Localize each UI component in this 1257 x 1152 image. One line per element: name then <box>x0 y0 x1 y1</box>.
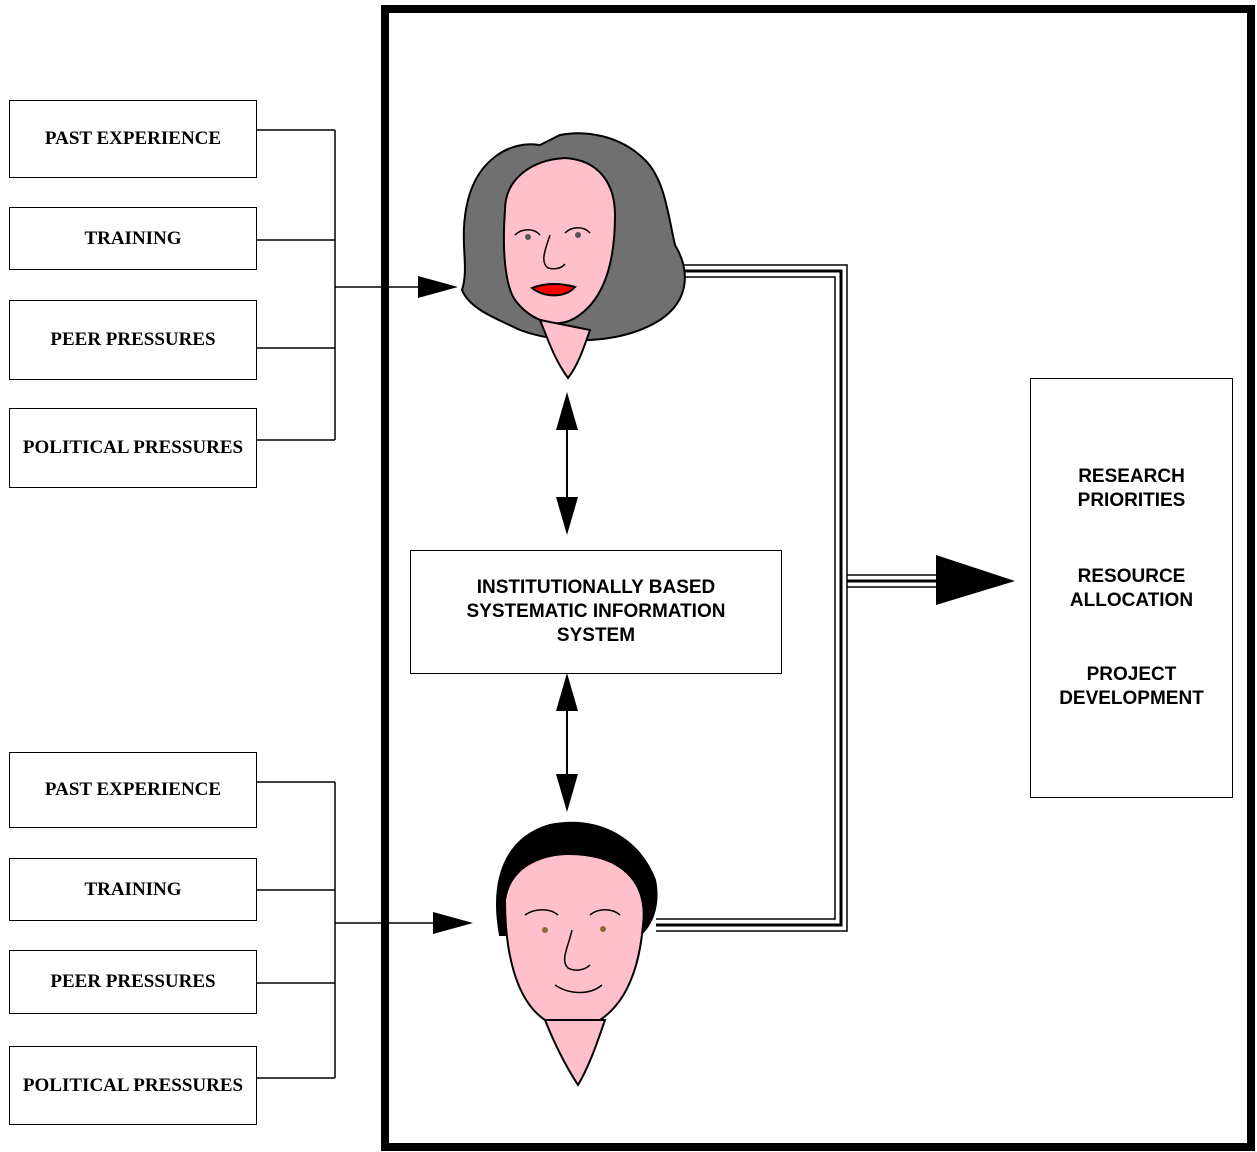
lower-factor-training: TRAINING <box>9 858 257 921</box>
upper-factor-peer-pressures: PEER PRESSURES <box>9 300 257 380</box>
lower-factor-peer-pressures: PEER PRESSURES <box>9 950 257 1014</box>
lower-factor-past-experience: PAST EXPERIENCE <box>9 752 257 828</box>
upper-factor-training: TRAINING <box>9 207 257 270</box>
outcomes-box: RESEARCH PRIORITIES RESOURCE ALLOCATION … <box>1030 378 1233 798</box>
outcome-research-priorities: RESEARCH PRIORITIES <box>1077 466 1186 511</box>
lower-factor-political-pressures: POLITICAL PRESSURES <box>9 1046 257 1125</box>
man-decision-maker-icon <box>496 821 658 1087</box>
upper-factor-political-pressures: POLITICAL PRESSURES <box>9 408 257 488</box>
outcome-project-development: PROJECT DEVELOPMENT <box>1059 664 1204 709</box>
outcome-resource-allocation: RESOURCE ALLOCATION <box>1069 566 1194 611</box>
woman-decision-maker-icon <box>460 132 686 380</box>
decision-environment-frame <box>381 5 1255 1151</box>
upper-factor-connectors <box>257 129 420 441</box>
upper-factor-past-experience: PAST EXPERIENCE <box>9 100 257 178</box>
arrow-to-man <box>433 912 473 934</box>
lower-factor-connectors <box>257 781 435 1079</box>
woman-system-link <box>556 392 578 535</box>
information-system-box: INSTITUTIONALLY BASED SYSTEMATIC INFORMA… <box>410 550 782 674</box>
arrow-to-outcomes <box>936 555 1015 605</box>
system-man-link <box>556 673 578 812</box>
decision-conduit <box>656 264 940 932</box>
arrow-to-woman <box>418 276 458 298</box>
